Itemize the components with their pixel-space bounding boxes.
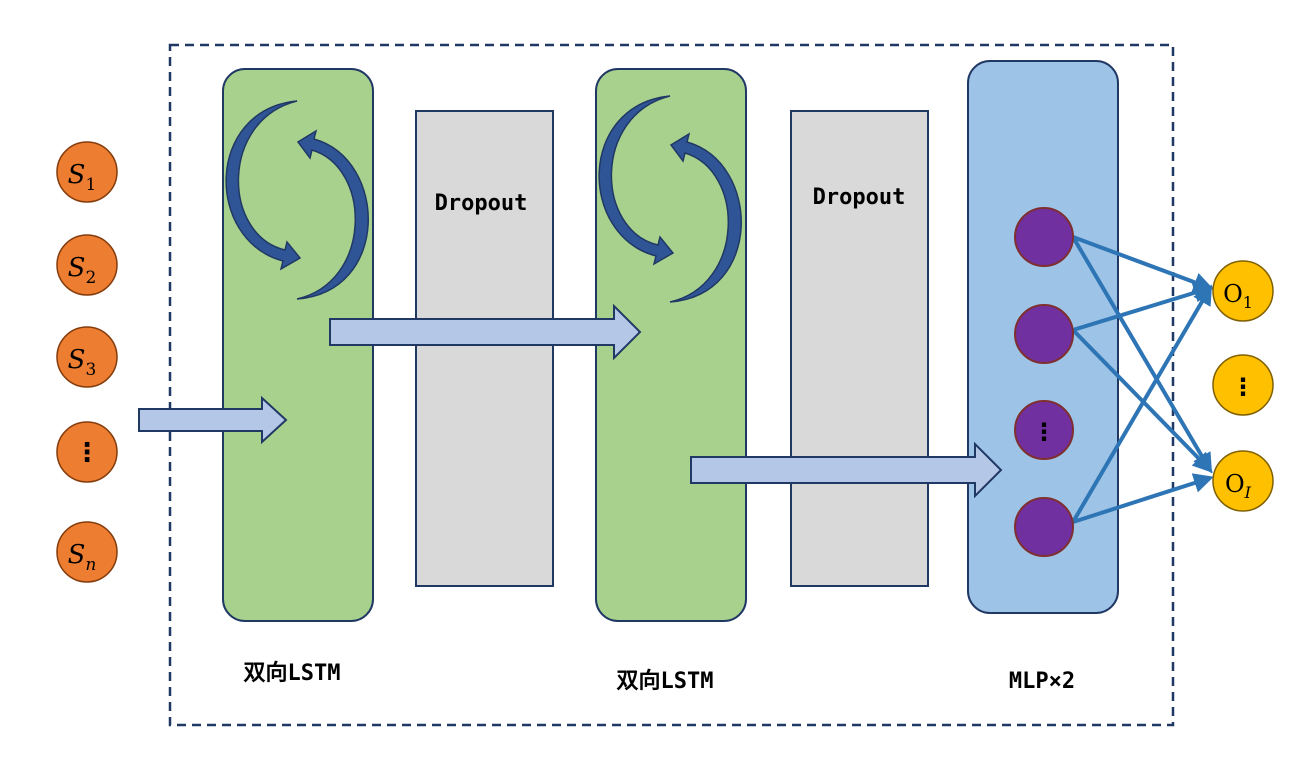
input-subscript: 3 <box>85 360 96 380</box>
svg-text:OI: OI <box>1225 470 1252 502</box>
neuron <box>1014 497 1074 557</box>
lstm1-to-lstm2-arrow <box>329 303 642 361</box>
input-flow-arrow <box>138 395 288 445</box>
output-node: O1 <box>1212 260 1274 322</box>
output-node: OI <box>1212 450 1274 512</box>
svg-text:S3: S3 <box>68 345 97 380</box>
neuron-ellipsis: ⋮ <box>1032 418 1056 446</box>
svg-text:S1: S1 <box>68 160 97 195</box>
output-subscript: 1 <box>1243 293 1253 312</box>
dropout-label-2: Dropout <box>813 185 906 210</box>
input-node: ⋮ <box>56 421 118 483</box>
output-symbol: O <box>1223 280 1243 308</box>
mlp-neurons: ⋮ <box>1014 207 1074 557</box>
output-symbol: O <box>1225 470 1245 498</box>
dropout-block-1 <box>415 110 554 587</box>
lstm2-to-mlp-arrow <box>690 441 1003 499</box>
recurrent-arrows-icon <box>598 95 742 303</box>
output-nodes: O1 ⋮ OI <box>1212 260 1274 512</box>
input-node: S3 <box>56 326 118 388</box>
svg-text:O1: O1 <box>1223 280 1253 312</box>
recurrent-arrows-icon <box>225 100 369 300</box>
output-node: ⋮ <box>1212 354 1274 416</box>
model-boundary <box>168 43 1175 727</box>
input-subscript: 2 <box>85 268 96 288</box>
input-symbol: S <box>68 345 86 375</box>
input-subscript: n <box>85 555 96 575</box>
dropout-label-1: Dropout <box>435 191 528 216</box>
input-node: S1 <box>56 141 118 203</box>
svg-text:S2: S2 <box>68 253 97 288</box>
output-subscript: I <box>1244 483 1252 502</box>
mlp-label: MLP×2 <box>1009 669 1075 694</box>
input-symbol: S <box>68 540 86 570</box>
output-ellipsis: ⋮ <box>1231 373 1255 401</box>
input-symbol: S <box>68 160 86 190</box>
mlp-output-connections <box>1071 235 1214 524</box>
input-node: Sn <box>56 521 118 583</box>
svg-text:Sn: Sn <box>68 540 97 575</box>
neuron <box>1014 400 1074 460</box>
neuron <box>1014 207 1074 267</box>
dropout-block-2 <box>790 110 929 587</box>
input-subscript: 1 <box>85 175 96 195</box>
input-ellipsis: ⋮ <box>74 438 100 468</box>
lstm-label-2: 双向LSTM <box>617 668 714 694</box>
input-nodes: S1 S2 S3 ⋮ Sn <box>56 141 118 583</box>
input-node: S2 <box>56 234 118 296</box>
neuron <box>1014 304 1074 364</box>
lstm-label-1: 双向LSTM <box>244 660 341 686</box>
input-symbol: S <box>68 253 86 283</box>
